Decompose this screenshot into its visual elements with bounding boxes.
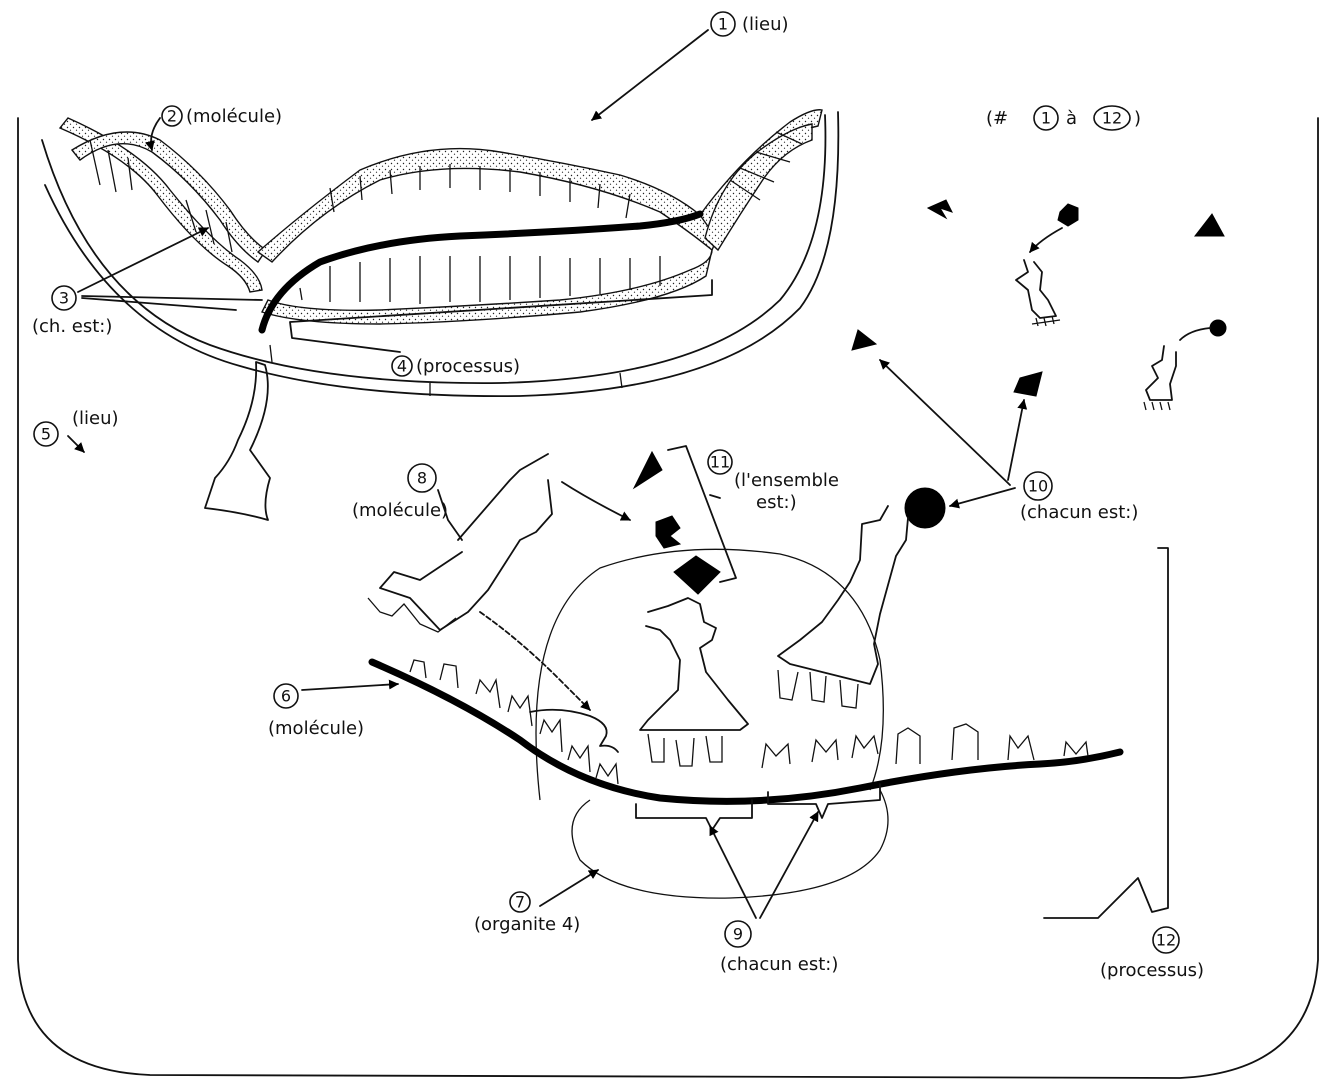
label-12-number: 12	[1156, 931, 1176, 950]
trna-incoming	[380, 454, 552, 630]
process-12-line	[1044, 548, 1168, 918]
trna-anticodon	[368, 598, 456, 632]
label-8-number: 8	[417, 469, 427, 488]
ribosome-small-subunit	[572, 790, 888, 898]
numbering-range-note: (# 1 à 12 )	[986, 106, 1141, 130]
label-5: 5 (lieu)	[34, 408, 119, 446]
label-9: 9 (chacun est:)	[720, 921, 838, 975]
label-6: 6 (molécule)	[268, 684, 364, 739]
free-amino-acids	[852, 200, 1226, 410]
incoming-path	[480, 612, 590, 710]
mrna-strand	[372, 662, 1120, 801]
label-1: 1 (lieu)	[711, 12, 789, 36]
export-arrow	[205, 362, 270, 520]
label-12: 12 (processus)	[1100, 927, 1204, 981]
label-4: 4 (processus)	[392, 356, 520, 377]
label-11: 11 (l'ensemble est:)	[708, 450, 839, 513]
label-3: 3 (ch. est:)	[32, 286, 112, 337]
label-10-text: (chacun est:)	[1020, 502, 1138, 523]
label-7: 7 (organite 4)	[474, 892, 580, 935]
label-10: 10 (chacun est:)	[1020, 472, 1138, 523]
brace-6	[530, 710, 618, 752]
label-9-arrow-a	[710, 826, 756, 918]
label-4-text: (processus)	[416, 356, 520, 377]
label-9-arrow-b	[760, 812, 818, 918]
label-3-number: 3	[59, 289, 69, 308]
trna-right-anticodon	[778, 670, 858, 708]
range-to: 12	[1102, 109, 1122, 128]
range-middle: à	[1066, 108, 1077, 129]
label-7-text: (organite 4)	[474, 914, 580, 935]
label-5-number: 5	[41, 425, 51, 444]
range-prefix: (#	[986, 108, 1008, 129]
label-6-text: (molécule)	[268, 718, 364, 739]
label-12-text: (processus)	[1100, 960, 1204, 981]
label-1-text: (lieu)	[742, 14, 789, 35]
dna-helix	[60, 110, 822, 324]
label-3-text: (ch. est:)	[32, 316, 112, 337]
label-7-number: 7	[515, 893, 525, 912]
cell-membrane	[18, 118, 1318, 1078]
label-11-text-line2: est:)	[756, 492, 797, 513]
label-10-arrows	[880, 360, 1024, 506]
label-9-text: (chacun est:)	[720, 954, 838, 975]
label-10-number: 10	[1028, 477, 1048, 496]
label-6-number: 6	[281, 687, 291, 706]
amino-acid-on-trna	[905, 488, 945, 528]
range-suffix: )	[1134, 108, 1141, 129]
label-8: 8 (molécule)	[352, 464, 448, 521]
label-9-number: 9	[733, 925, 743, 944]
label-1-number: 1	[718, 15, 728, 34]
label-11-number: 11	[710, 453, 730, 472]
label-2-number: 2	[167, 107, 177, 126]
label-2-text: (molécule)	[186, 106, 282, 127]
label-11-text-line1: (l'ensemble	[734, 470, 839, 491]
trna-peptidyl	[640, 598, 748, 766]
label-4-number: 4	[397, 357, 407, 376]
label-5-text: (lieu)	[72, 408, 119, 429]
range-from: 1	[1041, 109, 1051, 128]
label-8-text: (molécule)	[352, 500, 448, 521]
trna-right	[778, 506, 908, 684]
label-2: 2 (molécule)	[162, 106, 282, 127]
